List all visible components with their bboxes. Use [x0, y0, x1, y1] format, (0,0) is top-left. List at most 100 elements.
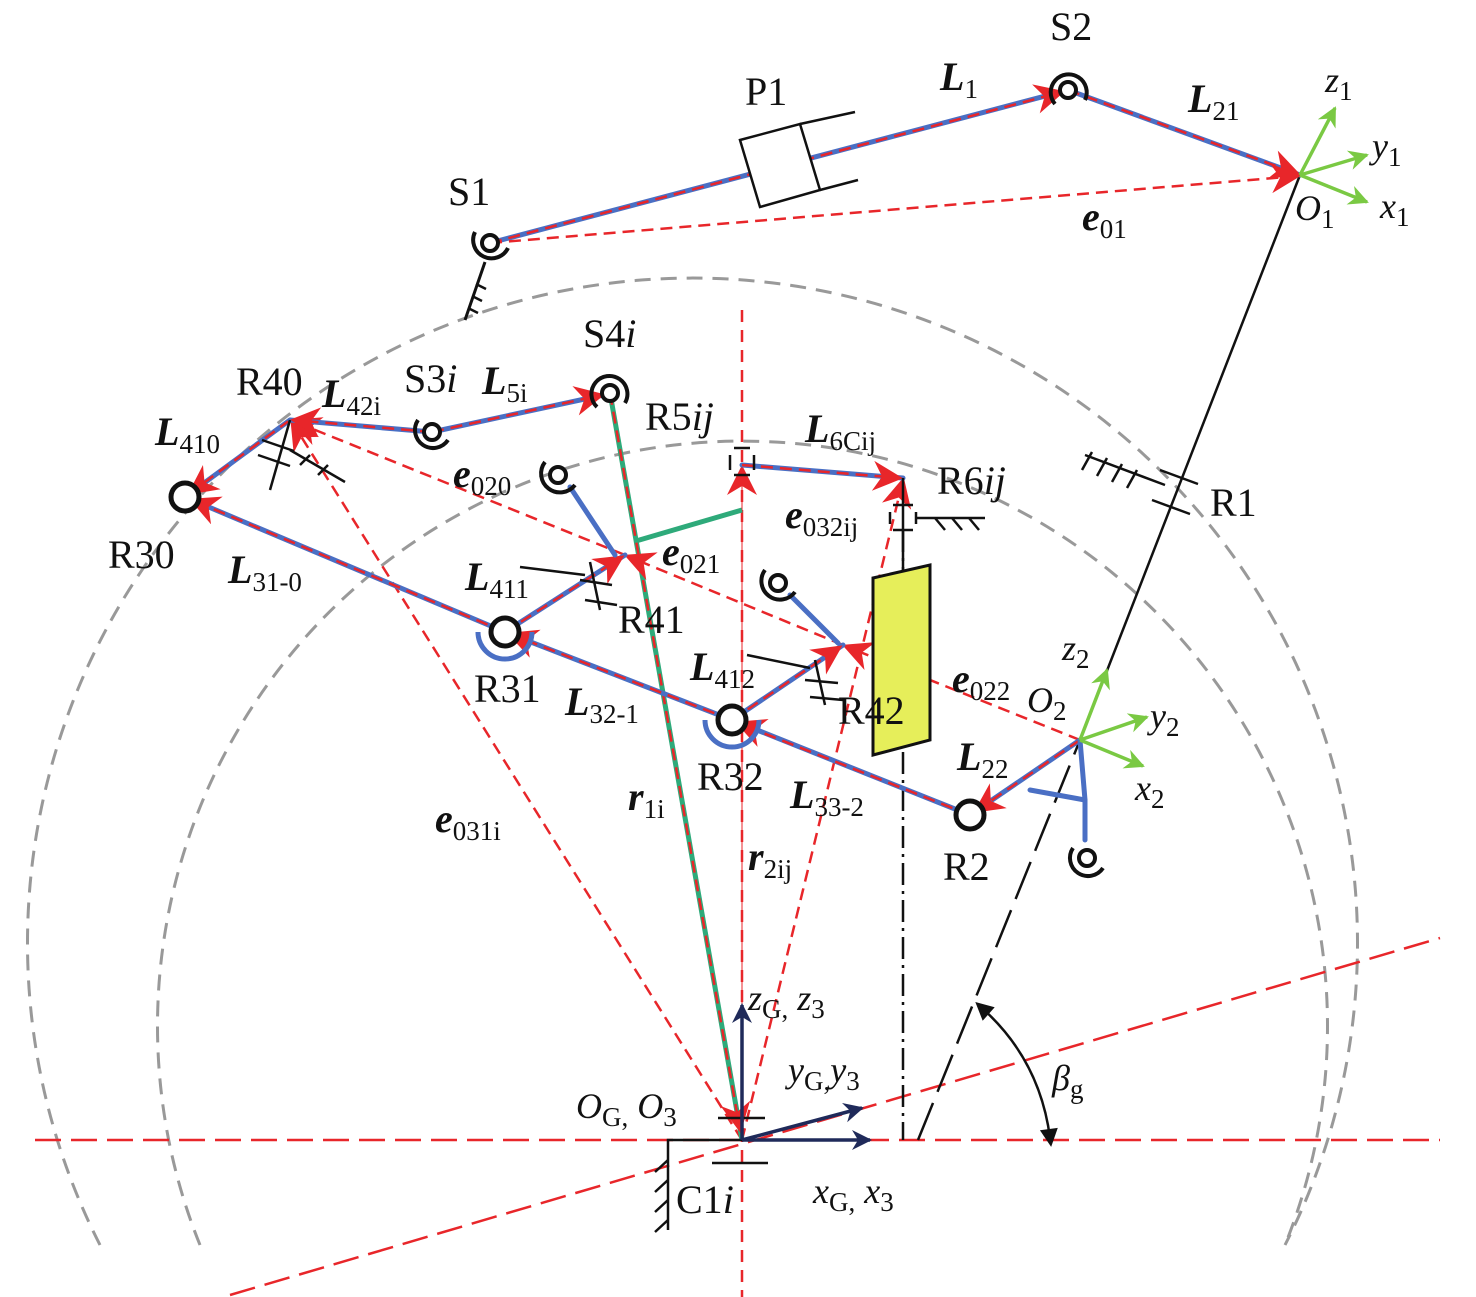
label-O2: O2: [1027, 680, 1067, 726]
revolute-joint-R32: [702, 703, 762, 750]
arm-O1-O2: [1078, 174, 1302, 741]
label-O1: O1: [1295, 188, 1335, 234]
vector-e01: [489, 163, 1301, 245]
label-y2: y2: [1147, 696, 1179, 742]
label-R30: R30: [108, 532, 175, 577]
label-beta-g: βg: [1051, 1058, 1083, 1104]
vector-L410: [187, 418, 291, 495]
axis-x1: [1299, 173, 1369, 205]
label-z2: z2: [1061, 628, 1090, 674]
axis-y2: [1079, 713, 1149, 742]
vector-L412: [731, 645, 843, 722]
link-spring-1: [567, 484, 618, 558]
label-e020: e020: [453, 451, 511, 501]
label-L21: L21: [1187, 76, 1239, 126]
label-S2: S2: [1050, 4, 1092, 49]
label-OG-O3: OG, O3: [576, 1086, 677, 1132]
axis-y1: [1299, 150, 1369, 177]
label-L410: L410: [154, 409, 220, 459]
R40-joint-symbol: [257, 419, 346, 491]
label-L33-2: L33-2: [789, 772, 864, 822]
inner-workspace-arc: [156, 439, 1329, 1246]
link-O2-bracket: [1077, 737, 1088, 843]
R6ij-joint-symbol: [888, 503, 985, 532]
vector-L5i: [431, 386, 605, 434]
outer-workspace-arc: [26, 276, 1359, 1246]
label-e031i: e031i: [435, 796, 501, 846]
revolute-joint-R31: [475, 615, 535, 662]
label-L32-1: L32-1: [564, 679, 639, 729]
vector-L411: [504, 555, 625, 634]
label-R1: R1: [1210, 480, 1257, 525]
label-L42i: L42i: [321, 371, 381, 421]
actuator-block: [871, 563, 932, 757]
beta-reference-line: [916, 739, 1082, 1141]
label-xG-x3: xG, x3: [812, 1171, 894, 1217]
spherical-joint-spring-1: [539, 460, 577, 495]
label-L5i: L5i: [481, 358, 527, 408]
label-S4i: S4i: [583, 311, 636, 356]
label-r2ij: r2ij: [748, 834, 792, 884]
label-y1: y1: [1369, 126, 1401, 172]
label-R2: R2: [943, 844, 990, 889]
label-R6ij: R6ij: [937, 458, 1006, 503]
axis-z2: [1078, 668, 1110, 741]
spherical-joint-S1: [463, 231, 510, 321]
label-L22: L22: [956, 734, 1008, 784]
axis-z1: [1298, 106, 1337, 176]
label-L31-0: L31-0: [227, 547, 302, 597]
revolute-joint-R30: [168, 480, 202, 514]
label-R32: R32: [697, 754, 764, 799]
label-e032ij: e032ij: [785, 492, 858, 542]
label-R40: R40: [236, 359, 303, 404]
label-S1: S1: [448, 169, 490, 214]
vector-L33-2: [735, 719, 971, 817]
label-R42: R42: [838, 688, 905, 733]
label-e022: e022: [952, 656, 1010, 706]
vector-L32-1: [507, 629, 733, 722]
label-L411: L411: [464, 554, 529, 604]
label-R5ij: R5ij: [645, 394, 714, 439]
label-L6Cij: L6Cij: [804, 406, 876, 456]
revolute-joint-R2: [953, 798, 987, 832]
vector-r1i: [608, 392, 751, 1133]
R5ij-joint-symbol: [728, 446, 756, 477]
vector-e031i: [290, 419, 744, 1141]
spherical-joint-S4i: [589, 373, 630, 409]
spherical-joint-S3i: [412, 418, 450, 450]
label-zG-z3: zG, z3: [747, 978, 825, 1024]
C1i-ground-symbol: [654, 1116, 768, 1233]
axis-x2: [1079, 738, 1145, 769]
R1-joint-symbol: [1080, 451, 1199, 516]
label-R31: R31: [474, 666, 541, 711]
label-e01: e01: [1082, 194, 1127, 244]
spherical-joint-spring-2: [759, 568, 797, 602]
label-P1: P1: [745, 69, 787, 114]
axis-yG: [741, 1102, 864, 1142]
label-e021: e021: [662, 529, 720, 579]
spherical-joint-S2: [1048, 72, 1089, 106]
label-S3i: S3i: [404, 356, 457, 401]
vector-e021: [624, 552, 844, 647]
R41-joint-symbol: [519, 561, 618, 611]
R42-joint-symbol: [746, 653, 844, 706]
label-yG-y3: yG,y3: [785, 1050, 860, 1096]
label-r1i: r1i: [628, 774, 665, 824]
label-C1i: C1i: [676, 1177, 734, 1222]
label-x2: x2: [1134, 768, 1164, 814]
label-L412: L412: [689, 644, 755, 694]
link-spring-2: [787, 592, 841, 646]
vector-L42i: [290, 407, 433, 438]
label-z1: z1: [1324, 60, 1353, 106]
link-O2-bracket-2: [1027, 787, 1088, 803]
green-link: [635, 507, 743, 544]
beta-angle-arc: [975, 1001, 1058, 1147]
label-R41: R41: [618, 597, 685, 642]
vector-L22: [973, 738, 1081, 813]
prismatic-joint-P1: [738, 110, 859, 209]
vector-L6Cij: [741, 460, 903, 491]
spherical-joint-O2-bracket: [1067, 846, 1105, 878]
label-x1: x1: [1379, 186, 1409, 232]
label-L1: L1: [939, 54, 978, 104]
